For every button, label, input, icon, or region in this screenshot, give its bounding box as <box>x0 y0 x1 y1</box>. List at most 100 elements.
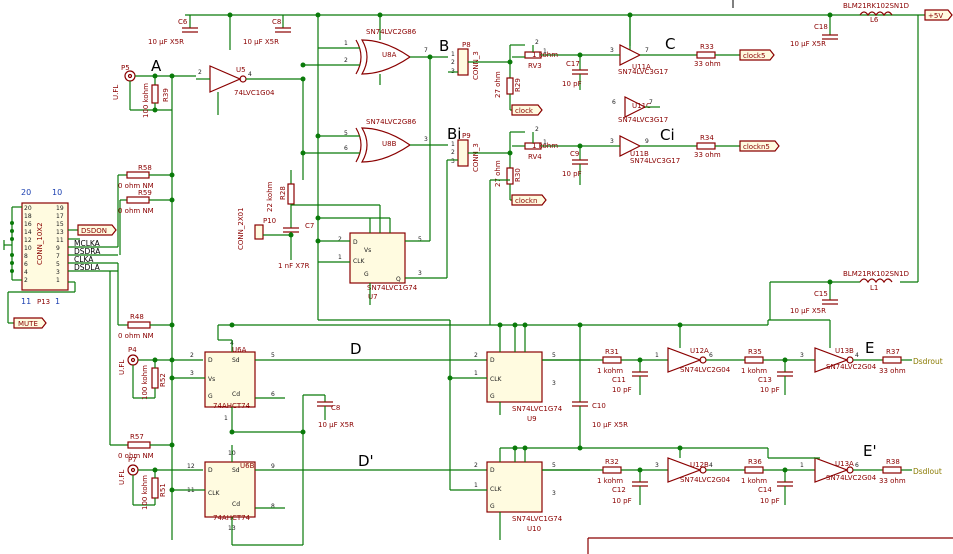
svg-text:2: 2 <box>535 126 539 133</box>
svg-text:1: 1 <box>344 40 348 47</box>
svg-text:7: 7 <box>649 99 653 106</box>
svg-text:13: 13 <box>56 229 64 236</box>
svg-text:SN74LVC2G04: SN74LVC2G04 <box>680 366 731 374</box>
svg-text:12: 12 <box>187 463 195 470</box>
svg-text:D: D <box>350 340 362 358</box>
svg-text:U6A: U6A <box>232 346 247 354</box>
svg-text:10: 10 <box>24 245 32 252</box>
svg-text:4: 4 <box>855 352 859 359</box>
ferrite-bot-ref: L1 <box>870 284 878 292</box>
svg-text:10 μF X5R: 10 μF X5R <box>790 40 826 48</box>
clockn5-label: clockn5 <box>739 140 780 152</box>
inverter-u13b: U13B SN74LVC2G04 3 4 <box>800 320 883 373</box>
cap-c11: C11 10 pF <box>612 360 648 395</box>
svg-text:1: 1 <box>543 48 547 55</box>
svg-text:1: 1 <box>474 370 478 377</box>
svg-text:B: B <box>439 37 449 55</box>
svg-text:7: 7 <box>424 47 428 54</box>
svg-text:D: D <box>208 467 213 474</box>
vcc-text: +5V <box>928 12 943 20</box>
svg-text:R37: R37 <box>886 348 900 356</box>
resistor-r34: R34 33 ohm <box>694 134 740 159</box>
svg-text:1: 1 <box>56 277 60 284</box>
buffer-u11c: U11C SN74LVC3G17 6 7 <box>612 96 668 124</box>
resistor-r29: R29 27 ohm <box>494 45 522 110</box>
svg-text:SN74LVC1G74: SN74LVC1G74 <box>512 515 563 523</box>
svg-text:CONN_3: CONN_3 <box>472 51 480 80</box>
cap-c13: C13 10 pF <box>758 360 793 395</box>
svg-text:P13: P13 <box>37 298 50 306</box>
svg-text:2: 2 <box>344 57 348 64</box>
cap-c12: C12 10 pF <box>612 470 648 505</box>
resistor-r48: R48 0 ohm NM <box>117 263 172 340</box>
flipflop-u6b: D CLK Sd Cd U6B 74AHCT74 12 11 10 9 8 13 <box>172 445 590 546</box>
svg-text:100 kohm: 100 kohm <box>142 83 150 118</box>
svg-text:10: 10 <box>52 188 62 197</box>
svg-text:Vs: Vs <box>364 247 371 254</box>
svg-text:16: 16 <box>24 221 32 228</box>
dsdon-label: DSDON <box>68 224 117 236</box>
svg-text:R52: R52 <box>159 373 167 387</box>
svg-text:3: 3 <box>424 136 428 143</box>
svg-text:1: 1 <box>800 462 804 469</box>
svg-text:Sd: Sd <box>232 357 240 364</box>
svg-text:1 nF X7R: 1 nF X7R <box>278 262 310 270</box>
ferrite-l6: BLM21RK102SN1D L6 <box>843 2 909 24</box>
connector-p5: P5 U.FL <box>112 64 196 111</box>
buffer-u11a: U11A SN74LVC3G17 3 7 <box>610 15 697 76</box>
svg-text:10 μF X5R: 10 μF X5R <box>790 307 826 315</box>
svg-text:9: 9 <box>271 463 275 470</box>
svg-text:1: 1 <box>338 254 342 261</box>
svg-text:33 ohm: 33 ohm <box>879 477 906 485</box>
svg-text:R34: R34 <box>700 134 714 142</box>
svg-text:5: 5 <box>552 352 556 359</box>
svg-text:5: 5 <box>344 130 348 137</box>
svg-text:P7: P7 <box>128 456 137 464</box>
dsdlout-label: Dsdlout <box>913 467 942 476</box>
svg-text:3: 3 <box>418 270 422 277</box>
svg-text:1: 1 <box>474 482 478 489</box>
net-label-clka: CLKA <box>74 255 94 264</box>
svg-text:10 μF X5R: 10 μF X5R <box>318 421 354 429</box>
svg-text:7: 7 <box>645 47 649 54</box>
svg-text:R32: R32 <box>605 458 619 466</box>
svg-text:2: 2 <box>190 352 194 359</box>
svg-text:R58: R58 <box>138 164 152 172</box>
resistor-r51: R51 100 kohm <box>141 470 167 510</box>
svg-text:3: 3 <box>655 462 659 469</box>
svg-text:R38: R38 <box>886 458 900 466</box>
svg-text:P8: P8 <box>462 41 471 49</box>
ferrite-top-label: BLM21RK102SN1D <box>843 2 909 10</box>
cap-c9: C9 10 pF <box>562 146 588 185</box>
resistor-r52: R52 100 kohm <box>141 360 167 400</box>
svg-text:Bi: Bi <box>447 125 461 143</box>
svg-text:4: 4 <box>248 71 252 78</box>
svg-text:10 pF: 10 pF <box>760 497 780 505</box>
svg-text:U11A: U11A <box>632 63 651 71</box>
svg-text:C8: C8 <box>272 18 281 26</box>
svg-text:20: 20 <box>21 188 31 197</box>
svg-text:clock: clock <box>515 107 534 115</box>
ferrite-l1: BLM21RK102SN1D L1 <box>769 270 909 320</box>
svg-text:R29: R29 <box>514 78 522 92</box>
svg-text:11: 11 <box>21 297 31 306</box>
node-label-e: E <box>865 339 874 357</box>
svg-text:U13A: U13A <box>835 460 854 468</box>
svg-text:U8A: U8A <box>382 51 397 59</box>
svg-text:D: D <box>353 239 358 246</box>
xor-u8b: U8B SN74LVC2G86 5 6 3 <box>303 118 448 163</box>
svg-text:SN74LVC3G17: SN74LVC3G17 <box>618 68 668 76</box>
svg-text:0 ohm NM: 0 ohm NM <box>118 452 154 460</box>
svg-text:C: C <box>665 35 675 53</box>
svg-text:R31: R31 <box>605 348 619 356</box>
svg-text:Cd: Cd <box>232 391 240 398</box>
svg-text:1: 1 <box>655 352 659 359</box>
svg-text:U13B: U13B <box>835 347 854 355</box>
svg-text:22 kohm: 22 kohm <box>266 181 274 212</box>
svg-text:clockn5: clockn5 <box>743 143 770 151</box>
svg-text:U10: U10 <box>527 525 541 533</box>
connector-p7: P7 U.FL <box>118 456 203 506</box>
svg-text:C6: C6 <box>178 18 188 26</box>
svg-text:D: D <box>490 357 495 364</box>
